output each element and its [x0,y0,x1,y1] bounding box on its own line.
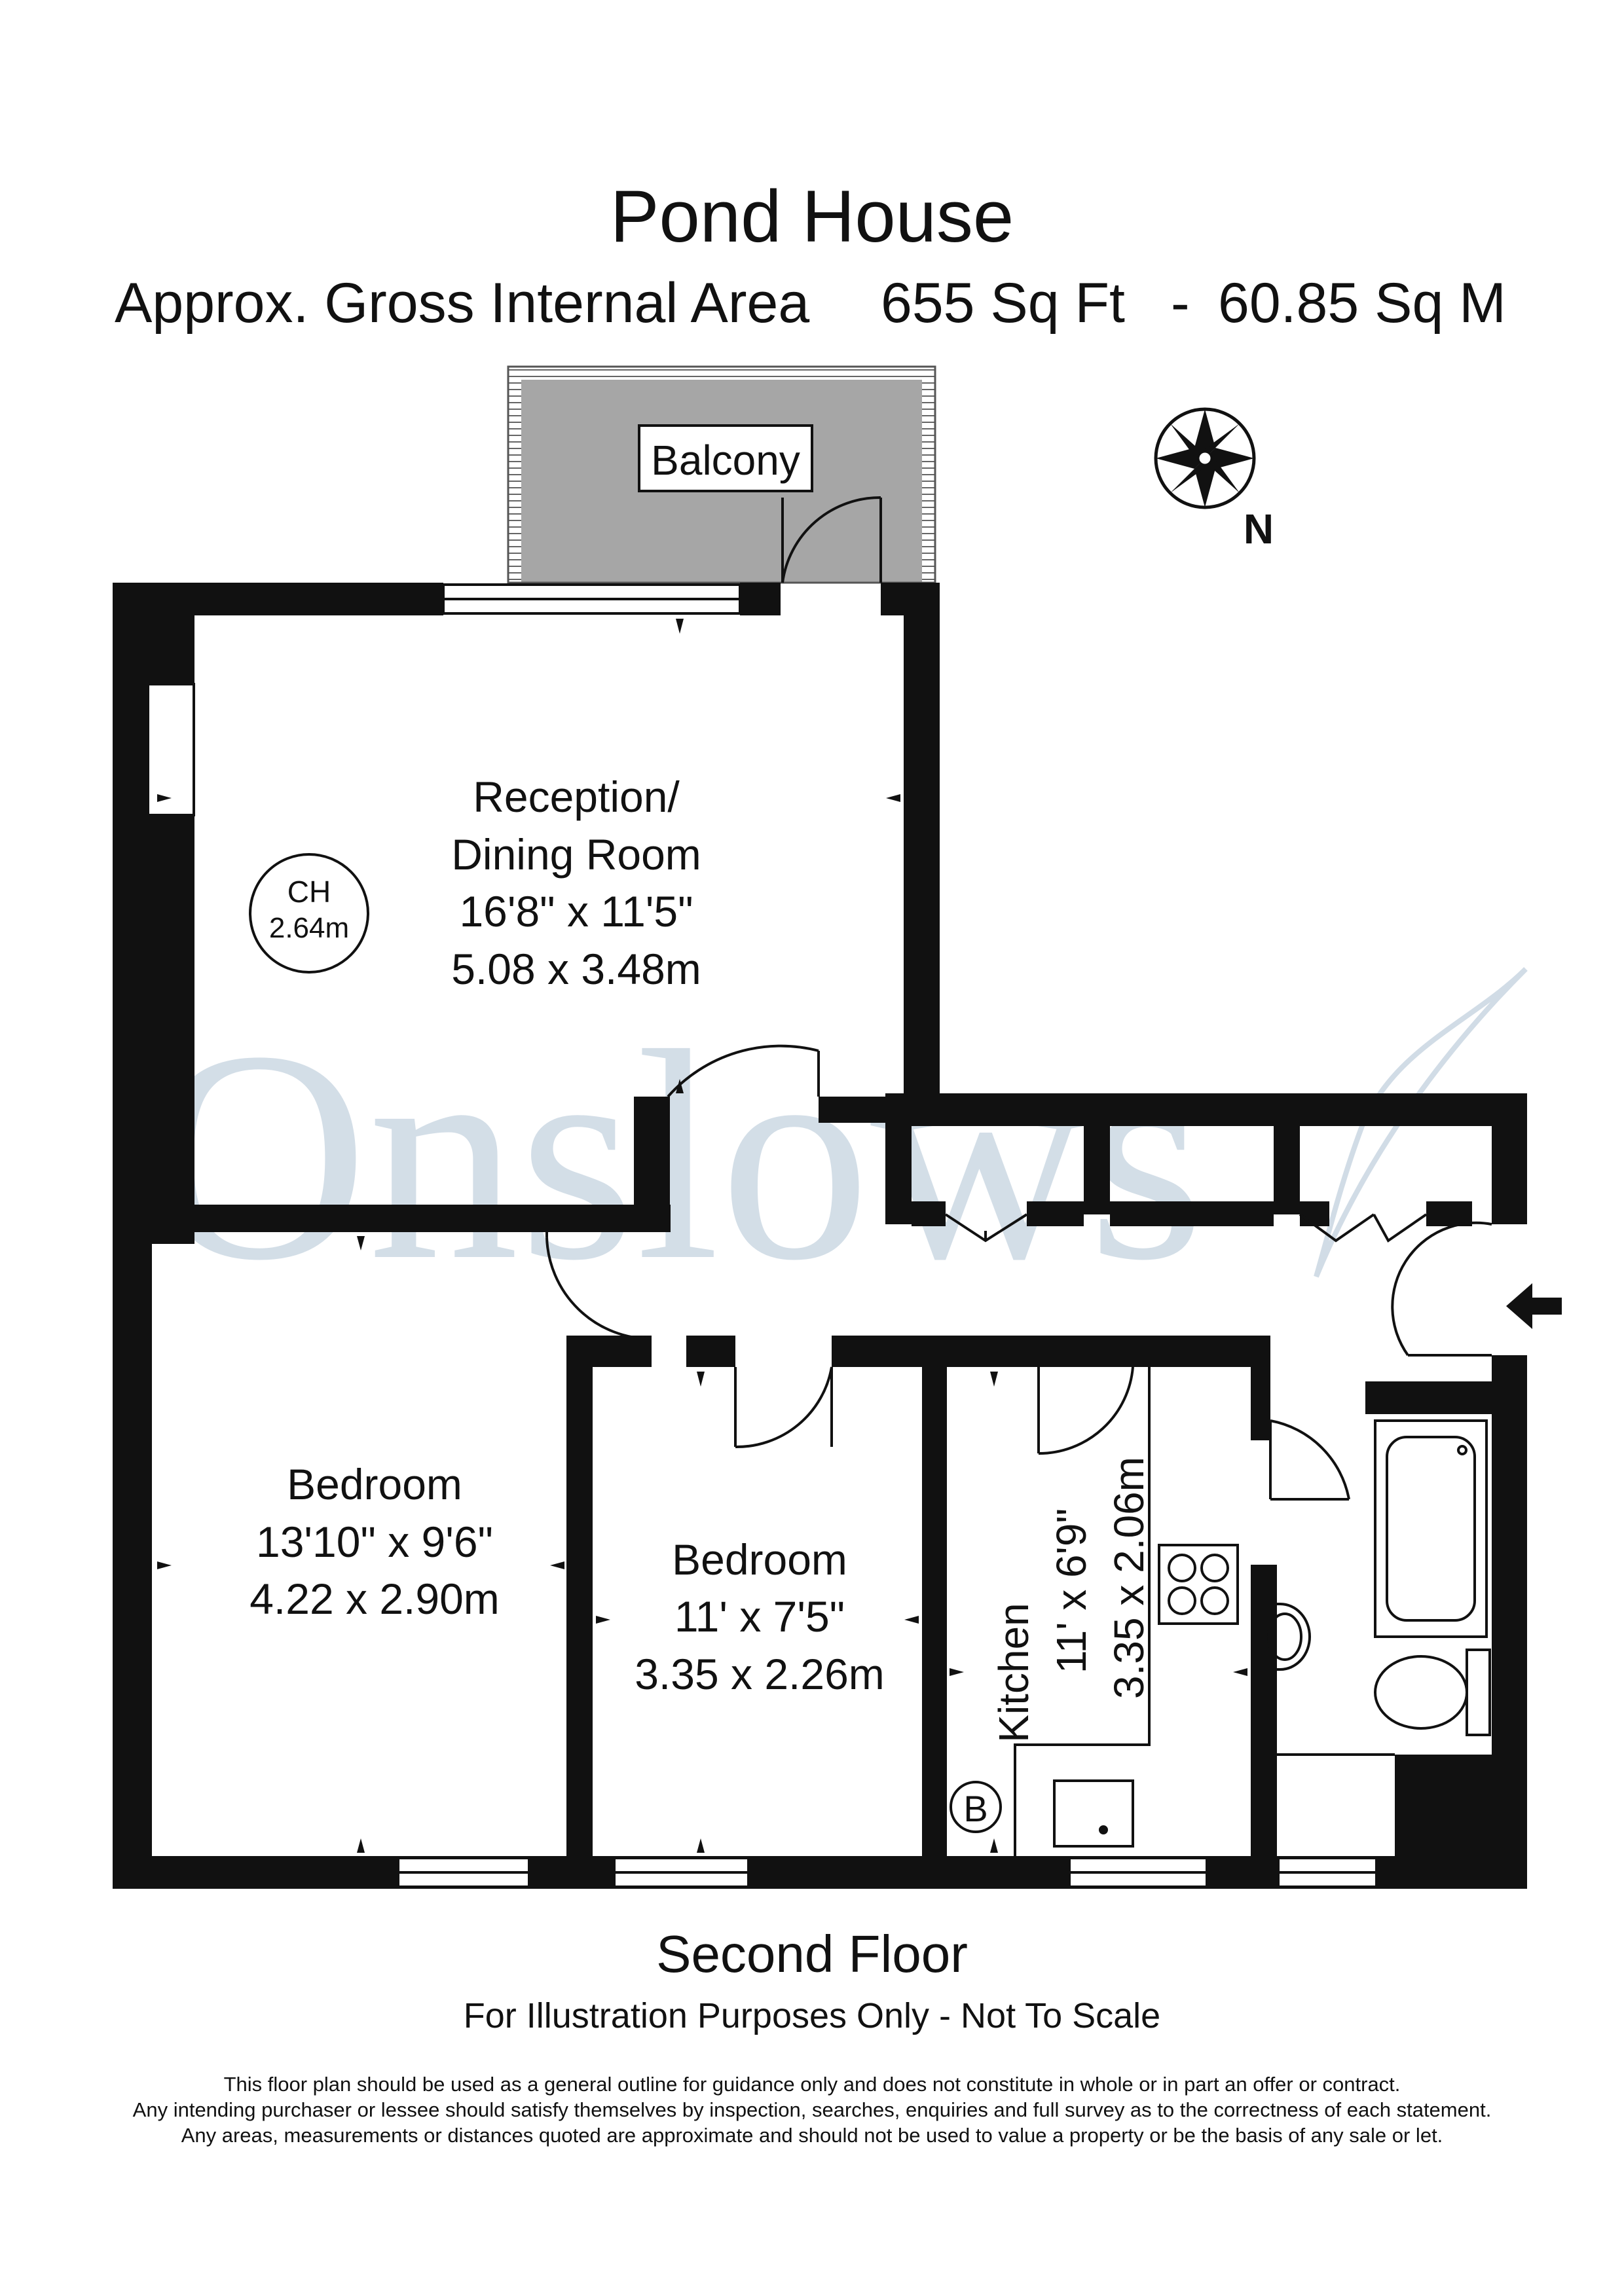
boiler-icon [950,1781,1002,1833]
area-separator: - [1171,272,1190,335]
sink-icon [1053,1779,1134,1848]
bedroom1-metric: 4.22 x 2.90m [249,1575,500,1623]
compass-icon [1154,407,1256,509]
balcony-area [507,365,936,584]
kitchen-name: Kitchen [990,1603,1037,1742]
toilet-icon [1374,1649,1491,1736]
boiler-label: B [963,1788,987,1829]
disclaimer-line-2: Any intending purchaser or lessee should… [132,2098,1492,2121]
hob-icon [1158,1544,1239,1625]
area-sqm: 60.85 Sq M [1218,272,1506,335]
bedroom1-imperial: 13'10" x 9'6" [256,1518,493,1566]
reception-name-line1: Reception/ [473,773,680,821]
reception-metric: 5.08 x 3.48m [451,945,701,993]
reception-name-line2: Dining Room [451,830,701,879]
ceiling-height-value: 2.64m [269,912,349,944]
balcony-label: Balcony [651,437,800,484]
area-sqft: 655 Sq Ft [881,272,1125,335]
kitchen-metric: 3.35 x 2.06m [1105,1457,1153,1699]
disclaimer-line-1: This floor plan should be used as a gene… [223,2073,1401,2096]
plan-title: Pond House [610,175,1014,257]
bath-icon [1374,1419,1488,1638]
illustration-note: For Illustration Purposes Only - Not To … [463,1996,1161,2035]
compass-north-label: N [1244,505,1274,553]
bedroom2-metric: 3.35 x 2.26m [635,1650,885,1698]
bedroom1-name: Bedroom [287,1460,462,1508]
watermark-feather-icon [1314,967,1528,1278]
kitchen-imperial: 11' x 6'9" [1048,1508,1095,1673]
ceiling-height-label: CH [287,875,331,909]
ceiling-height-marker [249,853,369,974]
windows [147,583,1378,1888]
floor-name: Second Floor [656,1925,968,1983]
area-label: Approx. Gross Internal Area [115,272,810,335]
disclaimer-line-3: Any areas, measurements or distances quo… [181,2124,1443,2147]
washbasin-icon [1267,1603,1311,1671]
doors [545,496,1492,1501]
bedroom2-name: Bedroom [672,1535,847,1584]
dimension-markers [157,619,1247,1853]
reception-imperial: 16'8" x 11'5" [459,887,693,936]
entrance-arrow-icon [1506,1283,1562,1329]
kitchen-counter [1014,1367,1151,1856]
watermark: Onslows [151,989,1205,1322]
bedroom2-imperial: 11' x 7'5" [674,1592,845,1641]
